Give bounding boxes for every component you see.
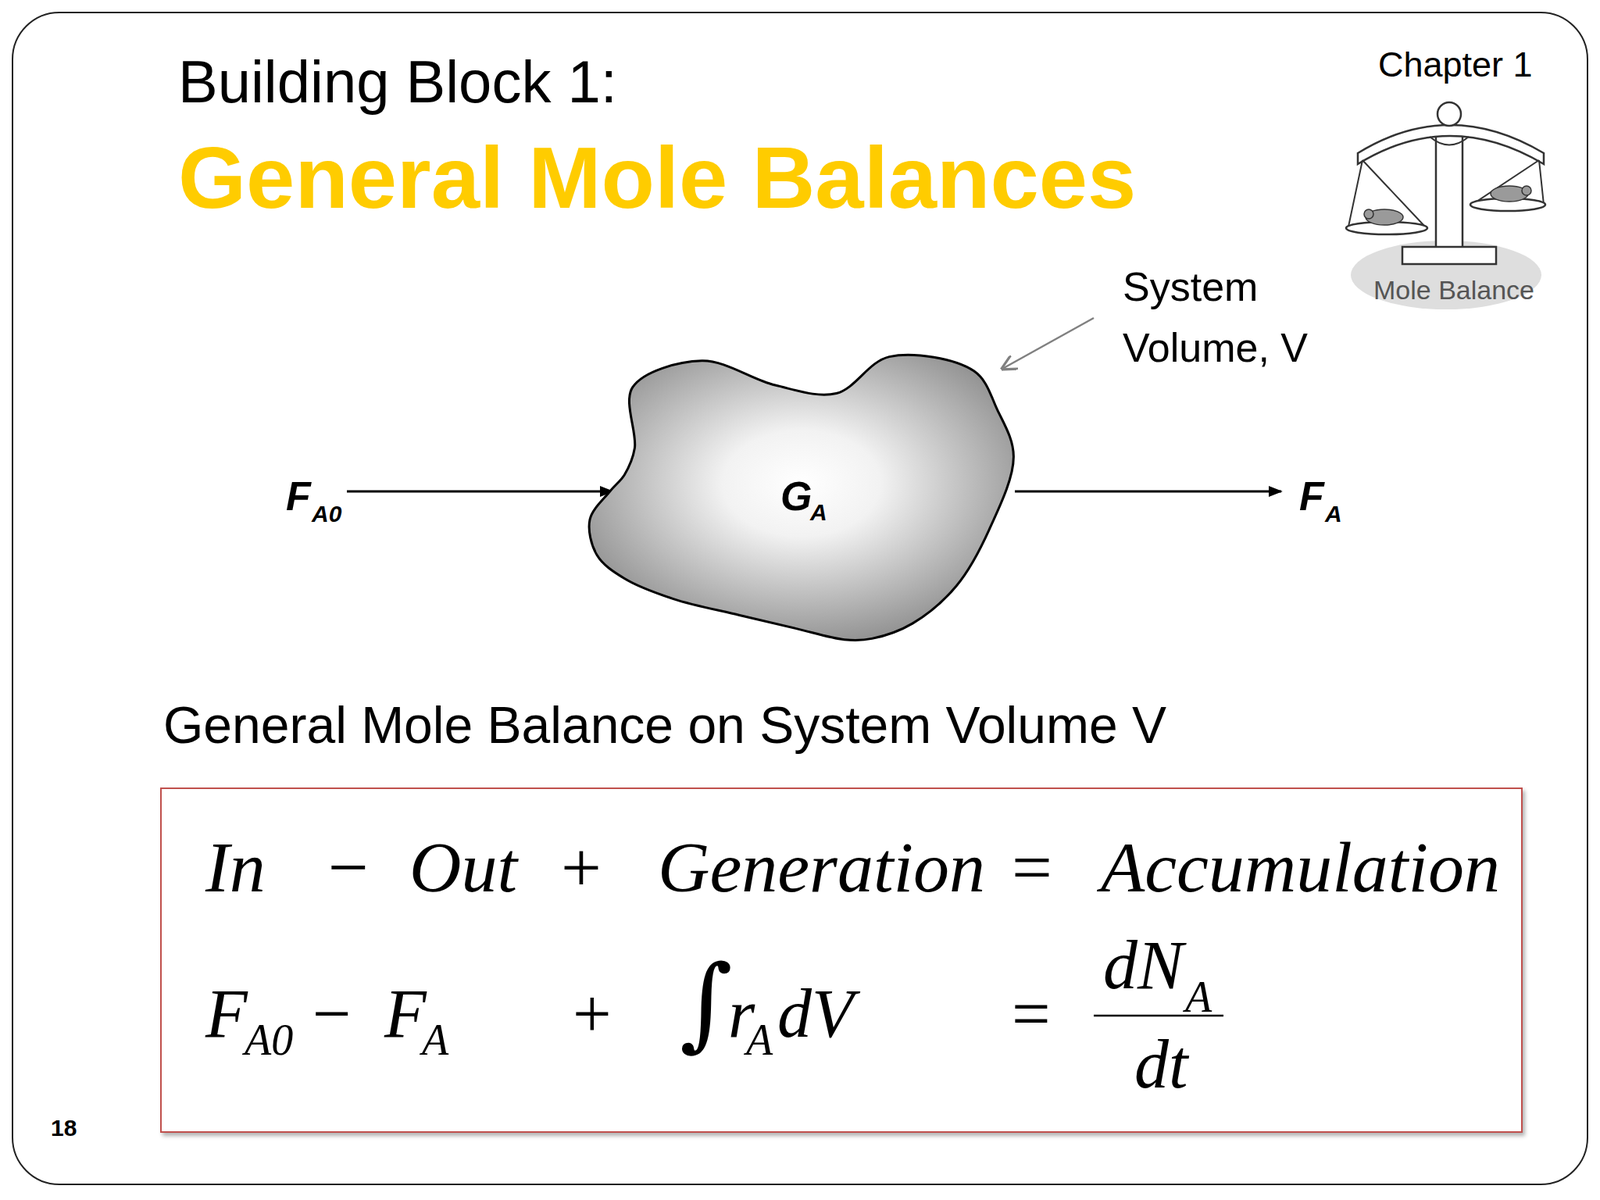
mole-head (1364, 209, 1374, 219)
fraction-bar (1093, 1014, 1224, 1018)
equation-subscript: A (746, 1017, 773, 1062)
callout-label: System Volume, V (1122, 256, 1358, 379)
scale-pivot (1437, 102, 1461, 126)
equation-term: Out (409, 831, 518, 904)
flow-symbol: F (1299, 475, 1325, 517)
equation-symbol: dN (1103, 931, 1184, 1000)
logo-caption: Mole Balance (1373, 276, 1535, 304)
balance-scale-logo (1346, 102, 1546, 310)
equation-box: In−Out+Generation=AccumulationFA0−FA+∫rA… (160, 787, 1523, 1133)
slide-subtitle: Building Block 1: (178, 52, 618, 112)
callout-leader (1002, 317, 1094, 369)
equation-operator: − (328, 831, 369, 904)
equation-subscript: A (421, 1017, 449, 1062)
scale-beam (1357, 125, 1544, 165)
slide-title: General Mole Balances (178, 134, 1136, 222)
equation-symbol: dV (777, 979, 854, 1049)
equation-term: In (205, 831, 266, 904)
equation-operator: − (312, 979, 352, 1049)
chapter-label: Chapter 1 (1378, 46, 1533, 83)
page-number: 18 (50, 1116, 77, 1140)
equation-term: Generation (657, 831, 986, 904)
equation-operator: = (1011, 831, 1053, 904)
equation-operator: = (1011, 979, 1051, 1049)
mole-head (1521, 185, 1532, 196)
equation-operator: + (560, 831, 602, 904)
equation-symbol: F (384, 979, 427, 1049)
equation-symbol: F (205, 979, 248, 1049)
equation-subscript: A (1185, 975, 1212, 1019)
right-strings (1471, 160, 1544, 205)
section-heading: General Mole Balance on System Volume V (163, 699, 1167, 751)
left-strings (1348, 160, 1425, 227)
flow-symbol: F (285, 475, 311, 517)
scale-base (1402, 246, 1497, 265)
integral-sign: ∫ (679, 951, 733, 1054)
equation-subscript: A0 (244, 1017, 293, 1062)
flow-subscript: A0 (311, 502, 342, 526)
slide-frame (12, 12, 1588, 1185)
flow-subscript: A (1325, 502, 1343, 526)
scale-dial (1429, 136, 1469, 146)
outflow-arrow (1014, 490, 1282, 493)
equation-symbol: dt (1134, 1030, 1188, 1100)
generation-subscript: A (810, 500, 828, 525)
system-volume-blob: GA (589, 354, 1016, 641)
equation-operator: + (572, 979, 612, 1049)
inflow-arrow (346, 490, 613, 493)
equation-term: Accumulation (1100, 831, 1500, 904)
blob-shape (589, 354, 1014, 640)
logo-shadow (1350, 240, 1542, 310)
generation-symbol: G (780, 475, 812, 517)
